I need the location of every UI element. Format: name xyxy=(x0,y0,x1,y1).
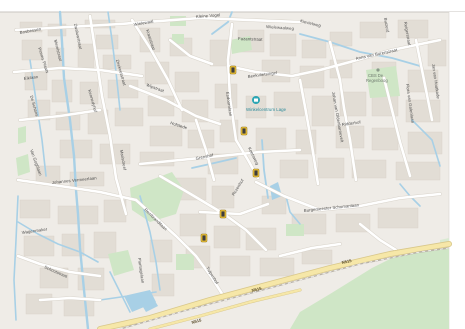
street-label: Beekvlietsingel xyxy=(247,70,277,79)
building-blocks xyxy=(19,19,447,317)
street-label: Flora van Galenlaan xyxy=(405,83,416,123)
street-label: Jan van Houtkade xyxy=(431,63,441,99)
street-label: Buizerd xyxy=(383,17,391,33)
parking-icon[interactable] xyxy=(240,126,248,136)
street-label: Plantagelaan xyxy=(137,257,146,284)
street-label: Kleine Vogel xyxy=(196,12,221,19)
street-label: De Schans xyxy=(29,95,40,117)
parking-markers xyxy=(200,65,260,243)
street-label: Wielewaalweg xyxy=(266,24,295,31)
school-icon xyxy=(376,68,380,72)
street-label: Marisdreef xyxy=(119,149,128,171)
map-right-margin xyxy=(449,12,465,329)
map-top-margin xyxy=(0,0,465,12)
street-label: Merelstraat xyxy=(53,39,63,62)
street-label: Fazantstraat xyxy=(238,36,263,42)
street-label: Hofstede xyxy=(170,120,189,130)
school-label-line1: CBS De xyxy=(368,73,384,78)
school-poi[interactable]: CBS De Regenboog xyxy=(366,68,388,83)
streets xyxy=(12,14,442,302)
road-number-label: N515 xyxy=(191,317,203,325)
n515-road xyxy=(97,241,452,329)
street-label: Wipstraat xyxy=(146,82,166,93)
street-label: Grenshof xyxy=(195,152,214,161)
school-label-line2: Regenboog xyxy=(366,78,388,83)
road-number-label: N515 xyxy=(251,286,263,293)
street-label: Johannes Vermeerlaan xyxy=(52,175,98,185)
parking-icon[interactable] xyxy=(229,65,237,75)
street-label: Wagenmaker xyxy=(21,226,48,235)
street-label: Eiklaan xyxy=(23,74,39,81)
water-bodies xyxy=(124,182,282,312)
shopping-mall-poi[interactable]: Winkelcentrum Lage xyxy=(246,96,287,112)
street-label: Bosbessen xyxy=(19,26,42,35)
canals xyxy=(13,10,441,329)
street-label: Ridderhof xyxy=(341,119,361,127)
street-label: Zwaluwstraat xyxy=(73,23,83,50)
parking-icon[interactable] xyxy=(200,233,208,243)
street-label: Kennedyhof xyxy=(87,89,98,114)
parking-icon[interactable] xyxy=(219,209,227,219)
street-label: Wielewaal xyxy=(133,19,154,27)
street-label: Reigerstraat xyxy=(403,21,412,46)
street-label: Kraaistraat xyxy=(145,29,157,52)
road-number-labels: N515 N515 N515 xyxy=(191,258,353,325)
street-label: Kievietweg xyxy=(300,18,322,28)
street-label: Esdoornlaan xyxy=(225,91,233,117)
street-label: Burgemeester Schumanlaan xyxy=(304,202,360,213)
mall-label: Winkelcentrum Lage xyxy=(246,107,287,112)
road-number-label: N515 xyxy=(341,258,352,265)
parking-icon[interactable] xyxy=(252,168,260,178)
railway xyxy=(119,247,450,329)
